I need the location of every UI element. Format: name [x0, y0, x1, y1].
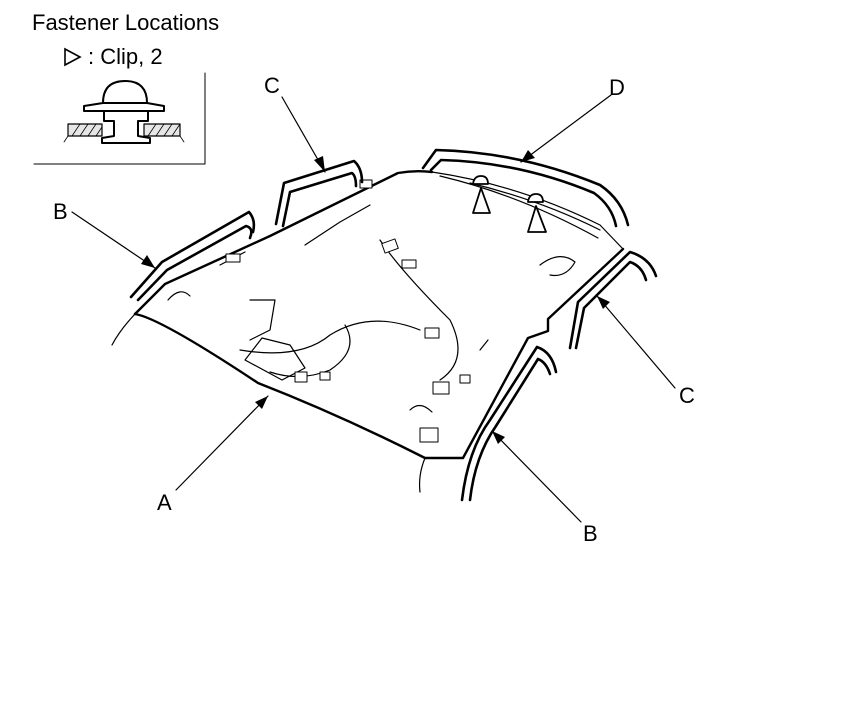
roof-headliner-outline [133, 170, 625, 460]
clip-detail-inset [33, 72, 206, 165]
trim-strip-d [421, 148, 630, 228]
leader-lines [71, 94, 676, 523]
trim-strip-b-left [129, 210, 256, 302]
callout-b-left: B [53, 199, 68, 224]
callout-d: D [609, 75, 625, 100]
triangle-outline-icon [64, 47, 82, 67]
callout-c-right: C [679, 383, 695, 408]
trim-strip-c-right [568, 250, 658, 350]
callout-a: A [157, 490, 172, 515]
clip-marker-2 [527, 193, 547, 233]
callout-b-right: B [583, 521, 598, 546]
clip-marker-1 [472, 175, 491, 214]
trim-strip-c-left [274, 159, 364, 228]
fastener-legend: : Clip, 2 [62, 43, 163, 71]
trim-strip-b-right [460, 345, 558, 502]
callout-c-left: C [264, 73, 280, 98]
diagram-heading: Fastener Locations [32, 10, 220, 35]
legend-text: : Clip, 2 [88, 44, 163, 69]
